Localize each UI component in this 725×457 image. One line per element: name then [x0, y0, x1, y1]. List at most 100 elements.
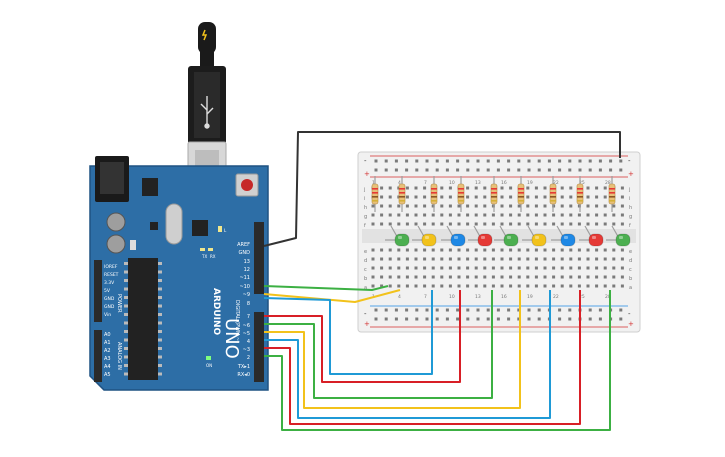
breadboard-hole[interactable] [517, 275, 521, 279]
rail-hole[interactable] [435, 317, 439, 321]
breadboard-hole[interactable] [560, 186, 564, 190]
breadboard-hole[interactable] [397, 284, 401, 288]
breadboard-hole[interactable] [603, 195, 607, 199]
breadboard-hole[interactable] [569, 222, 573, 226]
breadboard-hole[interactable] [577, 284, 581, 288]
breadboard-hole[interactable] [500, 186, 504, 190]
rail-hole[interactable] [445, 308, 449, 312]
led-green[interactable] [615, 233, 631, 247]
breadboard-hole[interactable] [388, 213, 392, 217]
breadboard-hole[interactable] [586, 257, 590, 261]
breadboard-hole[interactable] [552, 222, 556, 226]
wire-pin9-blue[interactable] [263, 290, 433, 375]
breadboard-hole[interactable] [534, 195, 538, 199]
breadboard-hole[interactable] [620, 275, 624, 279]
rail-hole[interactable] [598, 159, 602, 163]
breadboard-hole[interactable] [560, 275, 564, 279]
breadboard-hole[interactable] [405, 257, 409, 261]
breadboard-hole[interactable] [466, 222, 470, 226]
breadboard-hole[interactable] [388, 186, 392, 190]
breadboard-hole[interactable] [483, 275, 487, 279]
breadboard-hole[interactable] [466, 248, 470, 252]
rail-hole[interactable] [598, 317, 602, 321]
rail-hole[interactable] [405, 159, 409, 163]
breadboard-hole[interactable] [603, 248, 607, 252]
breadboard-hole[interactable] [380, 186, 384, 190]
breadboard-hole[interactable] [586, 284, 590, 288]
breadboard-hole[interactable] [397, 204, 401, 208]
breadboard-hole[interactable] [526, 284, 530, 288]
breadboard-hole[interactable] [586, 266, 590, 270]
rail-hole[interactable] [558, 168, 562, 172]
breadboard-hole[interactable] [405, 213, 409, 217]
breadboard-hole[interactable] [517, 204, 521, 208]
breadboard-hole[interactable] [371, 248, 375, 252]
breadboard-hole[interactable] [388, 275, 392, 279]
breadboard-hole[interactable] [491, 275, 495, 279]
breadboard-hole[interactable] [431, 204, 435, 208]
breadboard-hole[interactable] [560, 204, 564, 208]
breadboard-hole[interactable] [483, 266, 487, 270]
breadboard-hole[interactable] [380, 195, 384, 199]
breadboard-hole[interactable] [414, 284, 418, 288]
rail-hole[interactable] [435, 308, 439, 312]
rail-hole[interactable] [445, 317, 449, 321]
breadboard-hole[interactable] [595, 195, 599, 199]
breadboard-hole[interactable] [474, 222, 478, 226]
breadboard-hole[interactable] [577, 222, 581, 226]
breadboard-hole[interactable] [586, 186, 590, 190]
breadboard-hole[interactable] [388, 284, 392, 288]
rail-hole[interactable] [507, 308, 511, 312]
rail-hole[interactable] [425, 317, 429, 321]
breadboard-hole[interactable] [397, 266, 401, 270]
breadboard-hole[interactable] [543, 213, 547, 217]
breadboard-hole[interactable] [388, 266, 392, 270]
rail-hole[interactable] [486, 159, 490, 163]
breadboard-hole[interactable] [397, 275, 401, 279]
rail-hole[interactable] [588, 308, 592, 312]
breadboard-hole[interactable] [483, 213, 487, 217]
led-red[interactable] [477, 233, 493, 247]
breadboard-hole[interactable] [517, 284, 521, 288]
rail-hole[interactable] [394, 159, 398, 163]
breadboard-hole[interactable] [491, 266, 495, 270]
breadboard-hole[interactable] [466, 284, 470, 288]
breadboard-hole[interactable] [612, 213, 616, 217]
breadboard-hole[interactable] [526, 248, 530, 252]
breadboard-hole[interactable] [509, 204, 513, 208]
rail-hole[interactable] [609, 159, 613, 163]
rail-hole[interactable] [374, 168, 378, 172]
breadboard-hole[interactable] [543, 284, 547, 288]
breadboard-hole[interactable] [405, 284, 409, 288]
breadboard-hole[interactable] [560, 195, 564, 199]
breadboard-hole[interactable] [423, 248, 427, 252]
breadboard-hole[interactable] [612, 257, 616, 261]
breadboard-hole[interactable] [380, 275, 384, 279]
breadboard-hole[interactable] [457, 257, 461, 261]
breadboard-hole[interactable] [474, 195, 478, 199]
breadboard-hole[interactable] [586, 195, 590, 199]
breadboard-hole[interactable] [474, 266, 478, 270]
breadboard-hole[interactable] [380, 248, 384, 252]
breadboard-hole[interactable] [560, 266, 564, 270]
breadboard-hole[interactable] [595, 284, 599, 288]
breadboard-hole[interactable] [543, 204, 547, 208]
breadboard-hole[interactable] [577, 275, 581, 279]
rail-hole[interactable] [466, 317, 470, 321]
breadboard-hole[interactable] [534, 284, 538, 288]
breadboard-hole[interactable] [612, 284, 616, 288]
breadboard-hole[interactable] [552, 248, 556, 252]
rail-hole[interactable] [384, 168, 388, 172]
breadboard-hole[interactable] [552, 213, 556, 217]
breadboard-hole[interactable] [509, 186, 513, 190]
breadboard-hole[interactable] [552, 275, 556, 279]
breadboard-hole[interactable] [509, 257, 513, 261]
wire-pin7-red[interactable] [264, 290, 461, 383]
breadboard-hole[interactable] [500, 213, 504, 217]
breadboard-hole[interactable] [603, 275, 607, 279]
breadboard-hole[interactable] [431, 222, 435, 226]
rail-hole[interactable] [588, 168, 592, 172]
breadboard-hole[interactable] [569, 275, 573, 279]
breadboard-hole[interactable] [595, 257, 599, 261]
breadboard-hole[interactable] [466, 186, 470, 190]
